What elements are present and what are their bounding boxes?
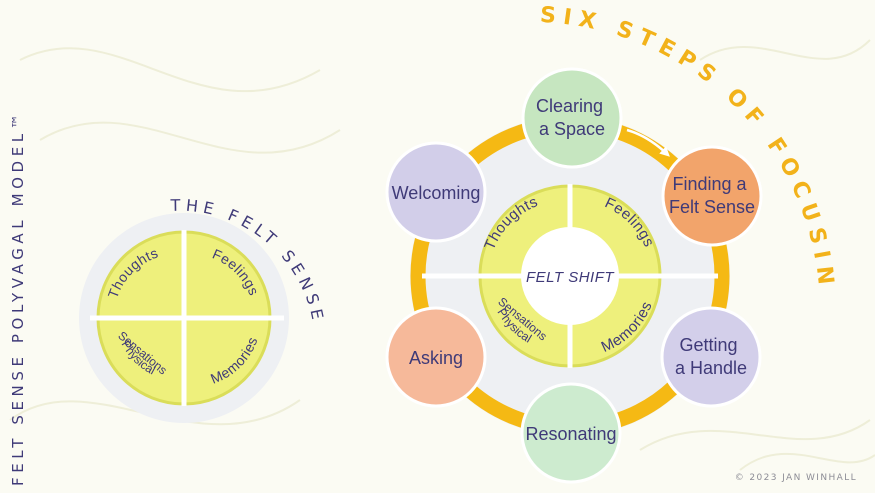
step-label-line2: a Handle <box>675 358 747 378</box>
focusing-center-disc <box>521 227 619 325</box>
copyright-notice: © 2023 JAN WINHALL <box>734 473 857 483</box>
step-circle <box>520 382 622 484</box>
step-circle <box>385 306 487 408</box>
step-circle <box>521 67 623 169</box>
step-label: Asking <box>409 348 463 368</box>
svg-text:Getting a Handle: Getting a Handle <box>675 335 747 378</box>
step-circle <box>385 141 487 243</box>
step-label: Resonating <box>525 424 616 444</box>
svg-text:Finding a Felt Sense: Finding a Felt Sense <box>669 174 755 217</box>
felt-sense-diagram: Thoughts Feelings Physical Memories Sens… <box>79 196 323 423</box>
step-getting-a-handle: Getting a Handle <box>660 306 762 408</box>
step-label-line1: Finding a <box>672 174 747 194</box>
step-label-line1: Getting <box>679 335 737 355</box>
step-circle <box>661 145 763 247</box>
step-clearing-a-space: Clearing a Space <box>521 67 623 169</box>
step-asking: Asking <box>385 306 487 408</box>
step-arrow-icon <box>626 128 670 157</box>
step-label-line2: a Space <box>539 119 605 139</box>
side-title: FELT SENSE POLYVAGAL MODEL™ <box>9 109 27 486</box>
step-label-line1: Clearing <box>536 96 603 116</box>
step-finding-a-felt-sense: Finding a Felt Sense <box>661 145 763 247</box>
svg-text:Clearing a Space: Clearing a Space <box>536 96 608 139</box>
step-welcoming: Welcoming <box>385 141 487 243</box>
step-circle <box>660 306 762 408</box>
focusing-center-label: FELT SHIFT <box>526 269 615 286</box>
step-label-line2: Felt Sense <box>669 197 755 217</box>
step-label: Welcoming <box>392 183 481 203</box>
step-resonating: Resonating <box>520 382 622 484</box>
